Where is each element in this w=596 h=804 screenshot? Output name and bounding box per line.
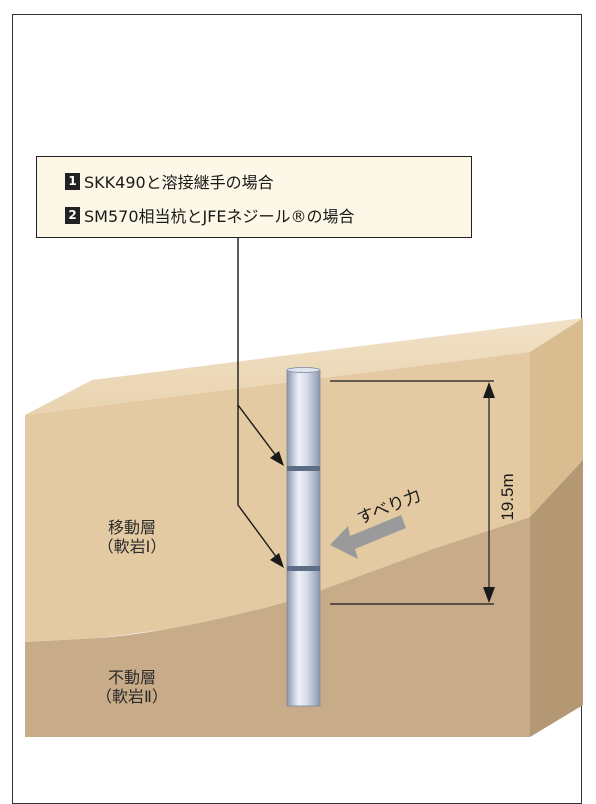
layer-name: 不動層 (107, 668, 156, 687)
dimension-indicator (330, 380, 494, 605)
dimension-arrow-bottom (483, 587, 495, 603)
leader-lines (237, 238, 281, 563)
callout-box: 1 SKK490と溶接継手の場合 2 SM570相当杭とJFEネジール®の場合 (36, 156, 472, 238)
callout-item-text: SM570相当杭とJFEネジール®の場合 (84, 207, 355, 226)
callout-item-2: 2 SM570相当杭とJFEネジール®の場合 (65, 204, 355, 226)
callout-item-1: 1 SKK490と溶接継手の場合 (65, 170, 274, 192)
fixed-layer-label: 不動層 （軟岩Ⅱ） (62, 668, 202, 706)
side-face-moving (530, 318, 583, 517)
number-badge: 2 (65, 206, 80, 224)
steel-pile (286, 367, 321, 707)
layer-rock-type: （軟岩Ⅰ） (97, 537, 167, 556)
pile-joint-2 (287, 566, 320, 571)
layer-name: 移動層 (107, 518, 156, 537)
moving-layer-label: 移動層 （軟岩Ⅰ） (62, 518, 202, 556)
sliding-force-arrow (330, 515, 406, 559)
moving-layer-face (25, 352, 530, 642)
fixed-layer-face (25, 517, 530, 737)
dimension-arrow-top (483, 382, 495, 398)
side-face-fixed (530, 460, 583, 737)
leader-arrowhead-2 (270, 553, 284, 568)
callout-item-text: SKK490と溶接継手の場合 (84, 173, 274, 192)
layer-rock-type: （軟岩Ⅱ） (96, 687, 168, 706)
number-badge: 1 (65, 172, 80, 190)
dimension-label: 19.5m (498, 473, 517, 520)
leader-arrowhead-1 (270, 451, 284, 466)
ground-top-surface (25, 318, 583, 415)
pile-joint-1 (287, 466, 320, 471)
